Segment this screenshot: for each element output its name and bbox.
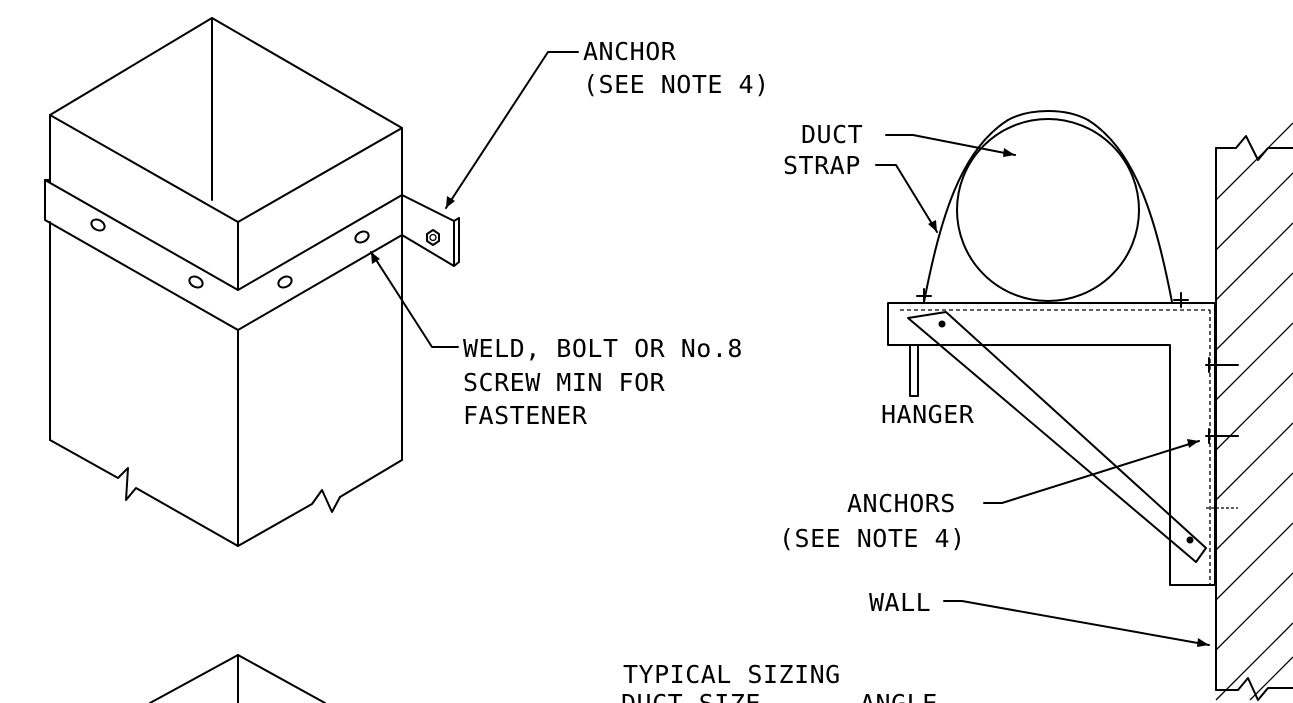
label-strap: STRAP xyxy=(783,151,861,180)
square-duct-isometric xyxy=(49,17,403,547)
wall-bracket xyxy=(887,302,1216,586)
strap xyxy=(916,110,1189,308)
label-anchors-note: (SEE NOTE 4) xyxy=(779,524,966,553)
leader-lines-left xyxy=(370,51,579,348)
label-typical-sizing: TYPICAL SIZING xyxy=(623,660,841,689)
label-anchor: ANCHOR xyxy=(583,37,677,66)
anchor-band xyxy=(44,179,460,331)
label-wall: WALL xyxy=(869,588,931,617)
label-weld-line1: WELD, BOLT OR No.8 xyxy=(463,334,743,363)
round-duct xyxy=(956,118,1140,302)
label-hanger: HANGER xyxy=(881,400,975,429)
label-anchor-note: (SEE NOTE 4) xyxy=(583,70,770,99)
leader-lines-right xyxy=(875,134,1210,647)
hanger-rod xyxy=(909,344,919,397)
label-duct-size: DUCT SIZE xyxy=(621,689,761,703)
wall-section xyxy=(1205,122,1293,701)
label-weld-line2: SCREW MIN FOR xyxy=(463,368,666,397)
label-weld-line3: FASTENER xyxy=(463,401,588,430)
label-duct: DUCT xyxy=(801,120,863,149)
label-anchors: ANCHORS xyxy=(847,489,956,518)
label-angle: ANGLE xyxy=(860,689,938,703)
lower-duct-partial xyxy=(149,654,326,703)
